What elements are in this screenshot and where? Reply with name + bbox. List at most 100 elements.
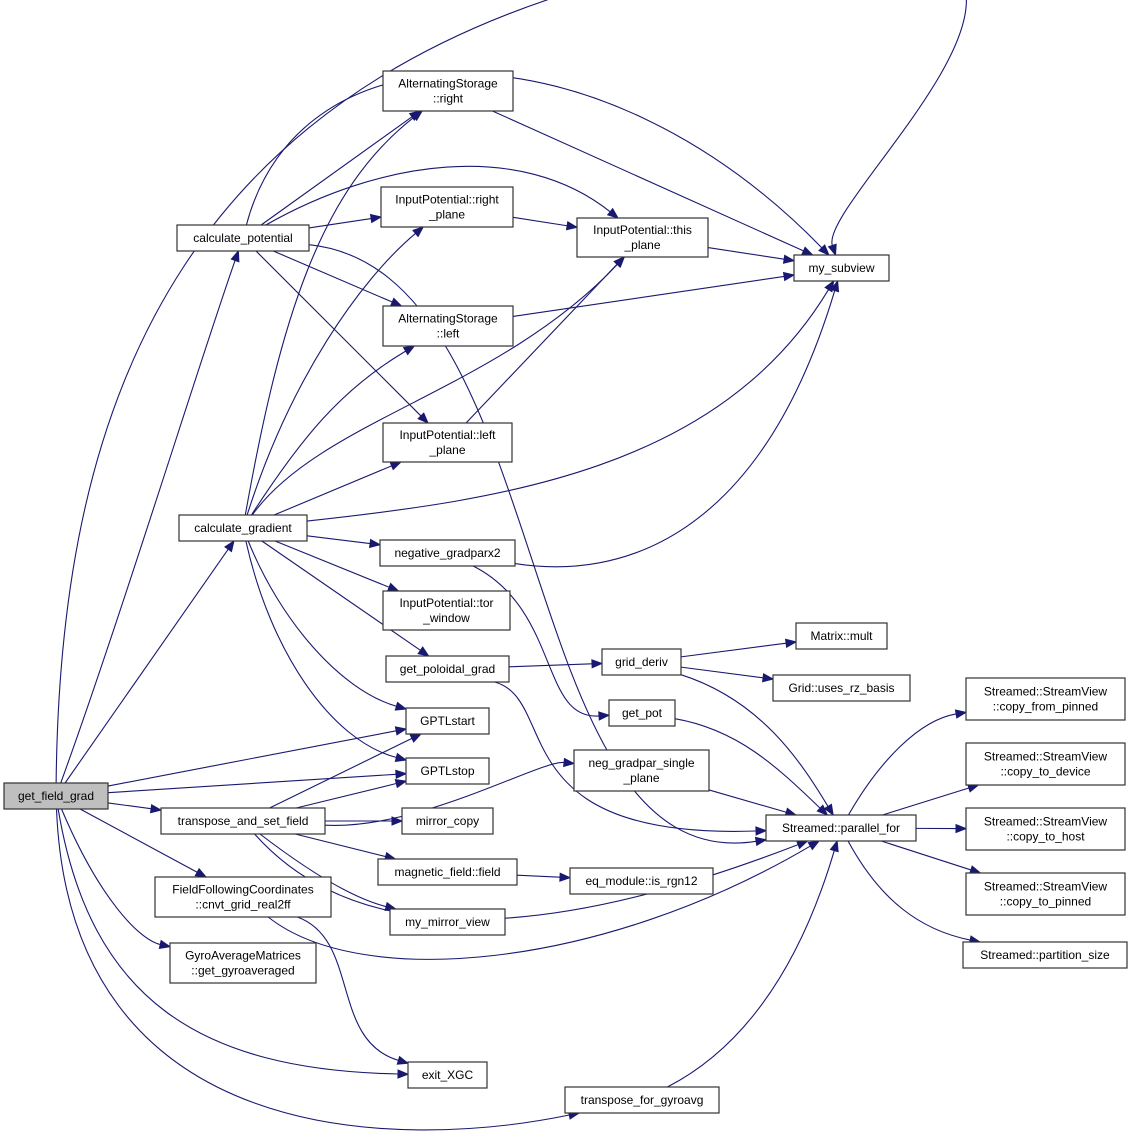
node-box[interactable] xyxy=(382,590,511,631)
node-box[interactable] xyxy=(160,807,326,835)
node-matrix-mult[interactable]: Matrix::mult xyxy=(795,622,888,650)
node-sv-copy-to-pinned[interactable]: Streamed::StreamView::copy_to_pinned xyxy=(965,872,1126,916)
node-box[interactable] xyxy=(765,814,917,842)
node-box[interactable] xyxy=(564,1086,720,1114)
node-neg-gradpar-single-plane[interactable]: neg_gradpar_single_plane xyxy=(573,749,710,792)
node-label: mirror_copy xyxy=(416,814,479,828)
arrowhead-icon xyxy=(397,1069,410,1079)
node-label: AlternatingStorage xyxy=(398,77,498,91)
node-box[interactable] xyxy=(385,655,510,683)
node-gptlstop[interactable]: GPTLstop xyxy=(405,757,490,785)
node-get-poloidal-grad[interactable]: get_poloidal_grad xyxy=(385,655,510,683)
node-ip-this-plane[interactable]: InputPotential::this_plane xyxy=(576,217,709,258)
node-my-subview[interactable]: my_subview xyxy=(793,254,890,282)
node-box[interactable] xyxy=(389,908,506,936)
node-label: ::copy_from_pinned xyxy=(993,700,1098,714)
node-gyro-get[interactable]: GyroAverageMatrices::get_gyroaveraged xyxy=(169,942,317,984)
node-box[interactable] xyxy=(176,224,310,252)
node-box[interactable] xyxy=(154,876,332,918)
arrowhead-icon xyxy=(782,254,796,264)
call-edge xyxy=(680,666,764,679)
node-box[interactable] xyxy=(793,254,890,282)
arrowhead-icon xyxy=(823,803,834,817)
node-box[interactable] xyxy=(401,807,494,835)
node-box[interactable] xyxy=(965,677,1126,721)
node-box[interactable] xyxy=(965,807,1126,851)
node-calculate-potential[interactable]: calculate_potential xyxy=(176,224,310,252)
node-mf-field[interactable]: magnetic_field::field xyxy=(377,858,518,886)
call-edge xyxy=(57,808,399,1075)
arrowhead-icon xyxy=(194,867,208,878)
node-box[interactable] xyxy=(569,867,714,895)
node-box[interactable] xyxy=(772,674,911,702)
node-mirror-copy[interactable]: mirror_copy xyxy=(401,807,494,835)
call-edge xyxy=(308,217,372,229)
node-label: _plane xyxy=(428,208,465,222)
node-box[interactable] xyxy=(962,941,1128,969)
node-label: ::get_gyroaveraged xyxy=(191,964,294,978)
node-get-field-grad[interactable]: get_field_grad xyxy=(3,782,109,810)
node-box[interactable] xyxy=(573,749,710,792)
node-box[interactable] xyxy=(377,858,518,886)
node-get-pot[interactable]: get_pot xyxy=(608,699,676,727)
arrowhead-icon xyxy=(565,220,579,231)
node-grid-deriv[interactable]: grid_deriv xyxy=(601,648,682,676)
node-label: FieldFollowingCoordinates xyxy=(172,883,313,897)
node-calculate-gradient[interactable]: calculate_gradient xyxy=(178,514,308,542)
call-edge xyxy=(680,642,787,658)
call-edge xyxy=(60,260,236,784)
node-negative-gradparx2[interactable]: negative_gradparx2 xyxy=(379,539,516,567)
node-box[interactable] xyxy=(601,648,682,676)
node-label: GPTLstop xyxy=(420,764,474,778)
arrowhead-icon xyxy=(224,539,235,553)
node-box[interactable] xyxy=(379,539,516,567)
node-as-left[interactable]: AlternatingStorage::left xyxy=(382,305,514,347)
node-ffc-cnvt[interactable]: FieldFollowingCoordinates::cnvt_grid_rea… xyxy=(154,876,332,918)
arrowhead-icon xyxy=(830,279,840,293)
node-sv-copy-to-device[interactable]: Streamed::StreamView::copy_to_device xyxy=(965,742,1126,786)
node-grid-uses-rz[interactable]: Grid::uses_rz_basis xyxy=(772,674,911,702)
node-box[interactable] xyxy=(178,514,308,542)
node-sv-copy-from-pinned[interactable]: Streamed::StreamView::copy_from_pinned xyxy=(965,677,1126,721)
node-ip-left-plane[interactable]: InputPotential::left_plane xyxy=(382,422,513,463)
node-box[interactable] xyxy=(576,217,709,258)
call-edge xyxy=(324,761,565,826)
node-box[interactable] xyxy=(3,782,109,810)
call-edge xyxy=(294,833,386,858)
node-transpose-for-gyroavg[interactable]: transpose_for_gyroavg xyxy=(564,1086,720,1114)
node-box[interactable] xyxy=(795,622,888,650)
node-gptlstart[interactable]: GPTLstart xyxy=(405,707,490,735)
call-edge xyxy=(107,730,397,787)
node-box[interactable] xyxy=(382,70,514,112)
arrowhead-icon xyxy=(369,538,382,549)
call-edge xyxy=(244,116,415,516)
node-box[interactable] xyxy=(405,757,490,785)
arrowhead-icon xyxy=(559,872,572,882)
node-ip-tor-window[interactable]: InputPotential::tor_window xyxy=(382,590,511,631)
node-sv-copy-to-host[interactable]: Streamed::StreamView::copy_to_host xyxy=(965,807,1126,851)
node-box[interactable] xyxy=(407,1061,488,1089)
node-label: ::copy_to_device xyxy=(1000,765,1090,779)
node-exit-xgc[interactable]: exit_XGC xyxy=(407,1061,488,1089)
node-label: calculate_potential xyxy=(193,231,292,245)
node-my-mirror-view[interactable]: my_mirror_view xyxy=(389,908,506,936)
node-as-right[interactable]: AlternatingStorage::right xyxy=(382,70,514,112)
node-box[interactable] xyxy=(608,699,676,727)
node-ip-right-plane[interactable]: InputPotential::right_plane xyxy=(380,186,514,228)
node-box[interactable] xyxy=(405,707,490,735)
call-edge xyxy=(259,833,387,908)
node-box[interactable] xyxy=(965,742,1126,786)
arrowhead-icon xyxy=(410,110,424,122)
node-label: Streamed::StreamView xyxy=(984,815,1107,829)
node-box[interactable] xyxy=(382,422,513,463)
node-transpose-and-set-field[interactable]: transpose_and_set_field xyxy=(160,807,326,835)
node-box[interactable] xyxy=(382,305,514,347)
node-box[interactable] xyxy=(380,186,514,228)
node-parallel-for[interactable]: Streamed::parallel_for xyxy=(765,814,917,842)
node-label: Grid::uses_rz_basis xyxy=(788,681,894,695)
arrowhead-icon xyxy=(955,823,968,834)
node-partition-size[interactable]: Streamed::partition_size xyxy=(962,941,1128,969)
node-eq-is-rgn12[interactable]: eq_module::is_rgn12 xyxy=(569,867,714,895)
node-box[interactable] xyxy=(965,872,1126,916)
node-box[interactable] xyxy=(169,942,317,984)
